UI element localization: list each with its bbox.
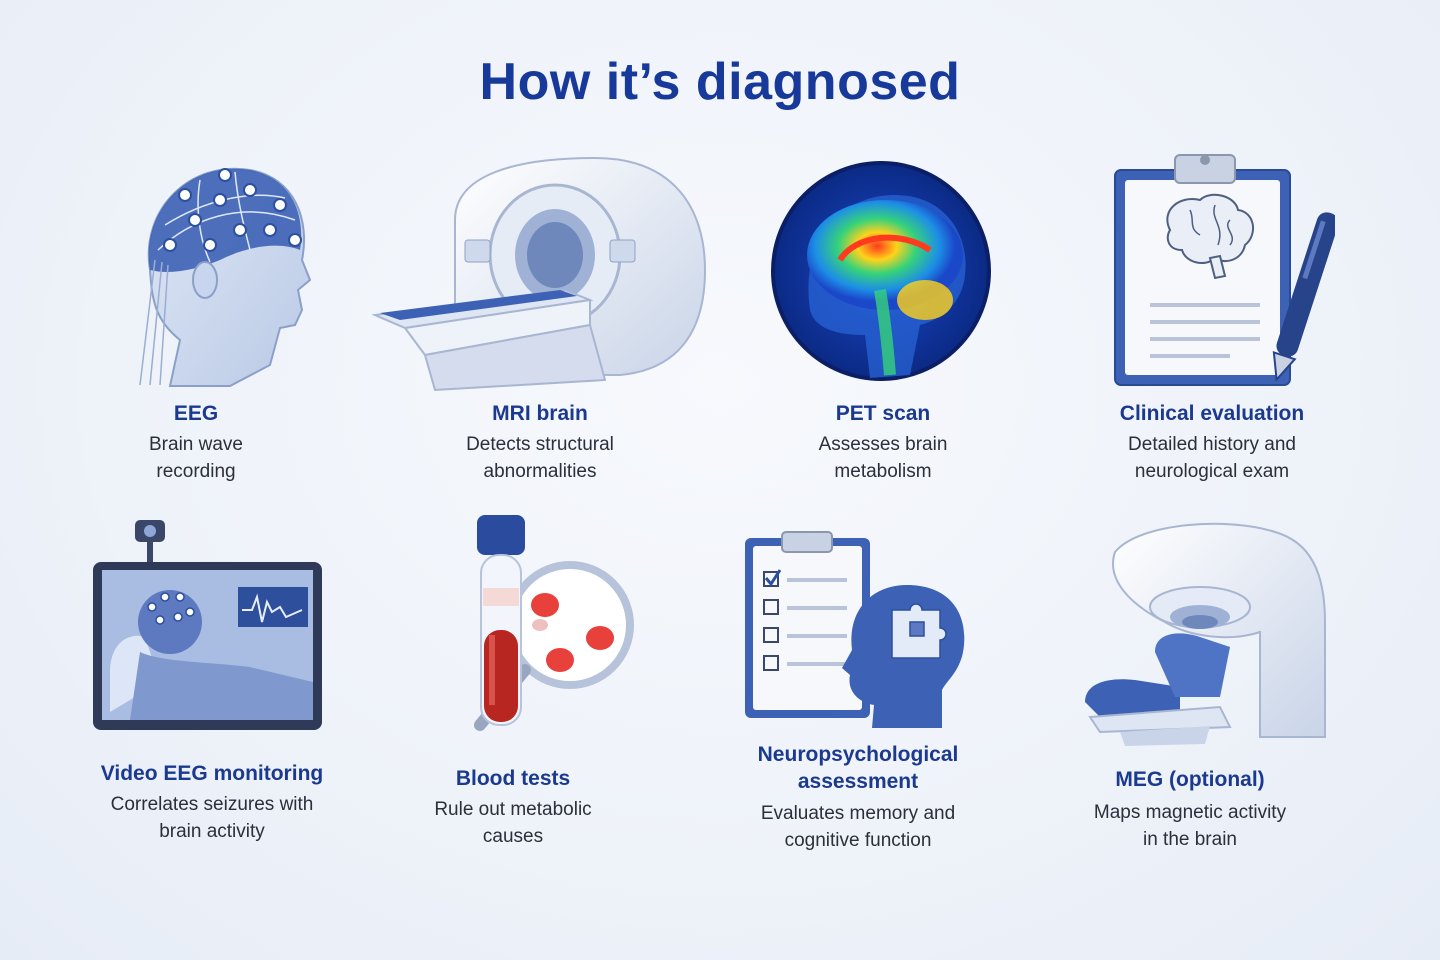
eeg-desc-line1: Brain wave — [149, 434, 243, 455]
clinical-label: Clinical evaluation — [1119, 402, 1305, 425]
meg-scanner-icon — [1085, 522, 1326, 746]
neuropsych-desc-line2: cognitive function — [784, 830, 932, 851]
neuropsych-label-line1: Neuropsychological — [757, 743, 959, 766]
meg-label: MEG (optional) — [1115, 768, 1265, 791]
blood-label: Blood tests — [455, 767, 571, 790]
eeg-desc-line2: recording — [156, 461, 236, 482]
blood-desc-line1: Rule out metabolic — [434, 799, 592, 820]
pet-desc-line2: metabolism — [834, 461, 932, 482]
neuropsych-label-line2: assessment — [797, 770, 919, 793]
pet-label: PET scan — [835, 402, 931, 425]
pet-desc-line1: Assesses brain — [818, 434, 948, 455]
puzzle-head-icon — [745, 531, 965, 728]
clipboard-brain-icon — [1114, 154, 1335, 386]
clinical-desc-line2: neurological exam — [1134, 461, 1290, 482]
blood-tube-icon — [474, 515, 634, 731]
video-monitor-icon — [93, 520, 322, 730]
mri-label: MRI brain — [492, 402, 588, 425]
mri-desc-line2: abnormalities — [483, 461, 597, 482]
page-title: How it’s diagnosed — [479, 53, 961, 111]
eeg-cap-icon — [139, 167, 312, 387]
eeg-label: EEG — [173, 402, 219, 425]
blood-desc-line2: causes — [482, 826, 544, 847]
pet-scan-icon — [771, 161, 991, 381]
mri-desc-line1: Detects structural — [466, 434, 614, 455]
clinical-desc-line1: Detailed history and — [1128, 434, 1296, 455]
video-eeg-desc-line2: brain activity — [159, 821, 265, 842]
video-eeg-label: Video EEG monitoring — [100, 762, 324, 785]
video-eeg-desc-line1: Correlates seizures with — [110, 794, 314, 815]
meg-desc-line2: in the brain — [1142, 829, 1237, 850]
mri-scanner-icon — [371, 156, 707, 392]
neuropsych-desc-line1: Evaluates memory and — [760, 803, 956, 824]
meg-desc-line1: Maps magnetic activity — [1093, 802, 1287, 823]
